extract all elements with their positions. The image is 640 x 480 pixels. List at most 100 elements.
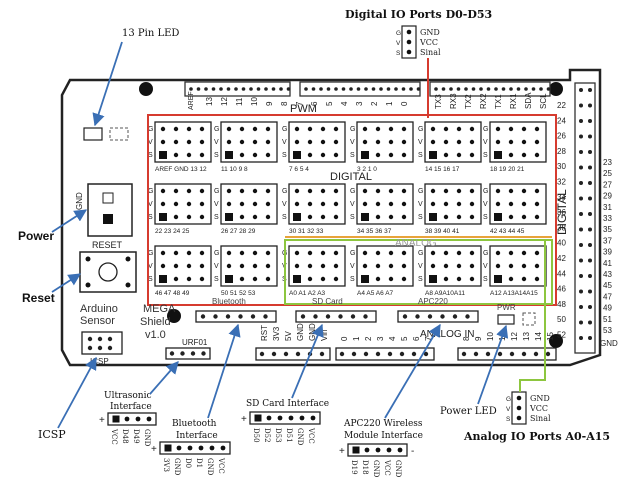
connector-pin-label: D51 bbox=[285, 428, 293, 443]
pin-dot bbox=[588, 258, 592, 263]
pin-dot bbox=[375, 351, 381, 357]
pin-dot bbox=[388, 250, 394, 256]
pin-dot bbox=[295, 351, 301, 357]
side-pin-right: 51 bbox=[603, 315, 612, 324]
analog-in-number: 0 bbox=[340, 336, 349, 341]
block-pin-label: 50 51 52 53 bbox=[221, 290, 256, 297]
top-header-serial: RX3 bbox=[449, 93, 458, 109]
block-pin-label: 18 19 20 21 bbox=[490, 166, 525, 173]
block-letter-s: S bbox=[483, 152, 488, 159]
pin-dot bbox=[401, 87, 406, 91]
pin-dot bbox=[320, 263, 326, 269]
side-pin-right: 53 bbox=[603, 326, 612, 335]
pin-dot bbox=[508, 188, 514, 194]
board-title-sensor: Sensor bbox=[80, 315, 115, 327]
pwr-led-pad bbox=[522, 312, 536, 326]
pin-dot bbox=[579, 227, 583, 232]
pin-dot bbox=[364, 87, 368, 91]
pin-dot bbox=[579, 103, 583, 108]
mount-hole bbox=[549, 82, 563, 96]
pin-dot bbox=[440, 314, 445, 319]
pin-dot bbox=[97, 345, 103, 351]
sdcard-callout: SD Card Interface bbox=[246, 399, 329, 409]
power-header bbox=[255, 347, 331, 361]
pin-dot bbox=[534, 263, 540, 269]
pin-dot bbox=[443, 188, 449, 194]
block-letter-g: G bbox=[418, 188, 423, 195]
pin-dot bbox=[186, 152, 192, 158]
pin-dot bbox=[508, 152, 514, 158]
reset-button-dot bbox=[85, 282, 91, 288]
analog-in-number: 15 bbox=[546, 332, 555, 341]
pin-dot bbox=[588, 119, 592, 123]
block-letter-s: S bbox=[214, 214, 219, 221]
pin-dot bbox=[362, 126, 368, 132]
pin-dot bbox=[252, 188, 258, 194]
pin-dot bbox=[320, 201, 326, 207]
block-letter-g: G bbox=[350, 188, 355, 195]
pin-dot bbox=[325, 314, 331, 319]
pin-dot bbox=[288, 415, 294, 421]
urf01-label: URF01 bbox=[182, 338, 208, 347]
pin-dot bbox=[294, 201, 300, 207]
legend-pin-name: GND bbox=[420, 28, 440, 37]
side-pin-right: 43 bbox=[603, 270, 612, 279]
analog-in-number: 9 bbox=[474, 336, 483, 341]
pin-dot bbox=[495, 188, 501, 194]
block-letter-g: G bbox=[148, 250, 153, 257]
legend-pin-name: VCC bbox=[419, 38, 438, 47]
block-letter-s: S bbox=[282, 214, 287, 221]
pin-dot bbox=[401, 139, 407, 145]
pin-dot bbox=[363, 314, 368, 319]
reset-callout: Reset bbox=[22, 291, 55, 305]
pin-dot bbox=[430, 201, 436, 207]
pin-dot bbox=[201, 351, 206, 356]
pin-dot bbox=[443, 214, 449, 220]
icsp-board-label: ICSP bbox=[90, 357, 109, 366]
sdcard-arrow bbox=[291, 323, 324, 399]
pin-dot bbox=[186, 250, 192, 256]
pin-dot bbox=[252, 139, 258, 145]
pin-dot bbox=[173, 214, 179, 220]
plus-sign: + bbox=[151, 444, 157, 455]
pin-dot bbox=[294, 250, 300, 256]
side-pin-left: 36 bbox=[557, 208, 566, 217]
pin-dot bbox=[394, 87, 398, 91]
power-pin-label: RST bbox=[260, 325, 269, 341]
side-pin-left: 52 bbox=[557, 331, 566, 340]
pin-dot bbox=[200, 314, 206, 319]
analog-in-number: 3 bbox=[376, 336, 385, 341]
pin-dot bbox=[469, 276, 475, 282]
pin-dot bbox=[579, 258, 583, 263]
pin-dot bbox=[265, 250, 271, 256]
board-title-arduino: Arduino bbox=[80, 303, 118, 315]
pin-dot bbox=[97, 336, 103, 342]
pin-dot bbox=[320, 139, 326, 145]
pin-dot bbox=[239, 139, 245, 145]
block-letter-v: V bbox=[214, 201, 219, 208]
pin-dot bbox=[456, 201, 462, 207]
pin-dot bbox=[416, 87, 421, 91]
pin-dot bbox=[252, 201, 258, 207]
bluetooth-board-label: Bluetooth bbox=[212, 297, 246, 306]
pin-dot bbox=[534, 139, 540, 145]
pin-square bbox=[293, 213, 301, 221]
legend-pin-name: Sinal bbox=[530, 414, 551, 423]
pin-dot bbox=[473, 351, 479, 357]
pin-dot bbox=[283, 351, 289, 357]
pin-dot bbox=[521, 126, 527, 132]
pin-dot bbox=[160, 263, 166, 269]
power-arrow bbox=[51, 209, 88, 233]
top-header-number: 8 bbox=[280, 101, 289, 106]
pin-dot bbox=[239, 214, 245, 220]
pin-dot bbox=[588, 196, 592, 201]
pin-dot bbox=[356, 87, 361, 91]
side-pin-right: 41 bbox=[603, 259, 612, 268]
reset-button-cap bbox=[98, 262, 118, 282]
block-letter-g: G bbox=[148, 126, 153, 133]
pin-dot bbox=[588, 336, 592, 340]
